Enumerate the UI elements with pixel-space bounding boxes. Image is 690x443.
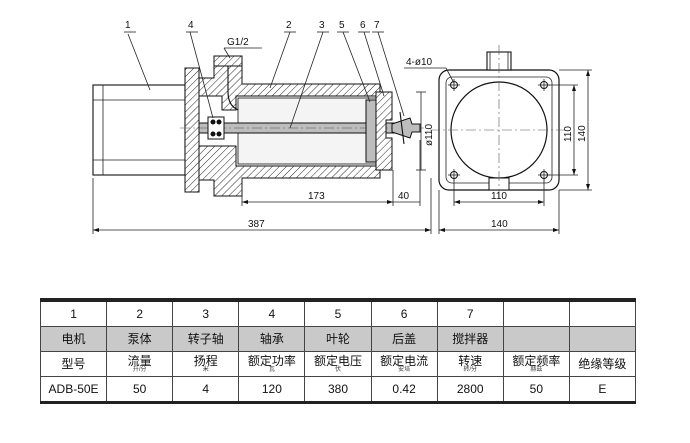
part-number-cell: 7 [436, 299, 504, 327]
spec-header-row: 型号 流量升/分 扬程米 额定功率瓦 额定电压伏 额定电流安培 转速转/分 额定… [39, 351, 637, 377]
part-number-cell [568, 299, 637, 327]
part-number-cell [502, 299, 570, 327]
spec-value-cell: 50 [502, 376, 570, 403]
spec-value-row: ADB-50E 50 4 120 380 0.42 2800 50 E [39, 376, 637, 403]
part-number-row: 1 2 3 4 5 6 7 [39, 299, 637, 327]
spec-header-label: 额定频率 [512, 353, 561, 368]
spec-header-cell: 型号 [39, 351, 108, 377]
side-section-view: 1 4 2 3 5 6 7 G1/2 ø110 173 [92, 20, 435, 234]
dim-40: 40 [398, 191, 410, 202]
dim-387: 387 [248, 219, 265, 230]
spec-header-label: 绝缘等级 [578, 357, 627, 371]
part-name-cell: 叶轮 [304, 326, 372, 352]
spec-header-unit: 升/分 [132, 366, 147, 373]
dim-173: 173 [308, 191, 325, 202]
spec-header-unit: 转/分 [463, 366, 478, 373]
part-number-cell: 4 [238, 299, 306, 327]
dim-110-horizontal: 110 [491, 191, 507, 202]
pump-technical-drawing: 1 4 2 3 5 6 7 G1/2 ø110 173 [92, 20, 592, 234]
dim-140-horizontal: 140 [491, 219, 508, 230]
spec-value-cell: 50 [106, 376, 174, 403]
spec-header-cell: 扬程米 [172, 351, 240, 377]
part-name-cell: 转子轴 [172, 326, 240, 352]
spec-value-cell: 120 [238, 376, 306, 403]
part-number-cell: 5 [304, 299, 372, 327]
motor-body [92, 84, 186, 176]
spec-value-cell: E [568, 376, 637, 403]
spec-header-label: 额定电流 [380, 353, 429, 368]
part-name-cell [568, 326, 637, 352]
dim-110-vertical: 110 [563, 126, 574, 142]
spec-header-cell: 额定电流安培 [370, 351, 438, 377]
spec-header-cell: 转速转/分 [436, 351, 504, 377]
spec-header-label: 扬程 [193, 353, 218, 368]
part-name-row: 电机 泵体 转子轴 轴承 叶轮 后盖 搅拌器 [39, 326, 637, 352]
part-name-cell: 电机 [39, 326, 108, 352]
part-number-cell: 6 [370, 299, 438, 327]
outlet-port [213, 55, 243, 67]
spec-header-unit: 赫兹 [530, 366, 543, 373]
spec-header-label: 转速 [458, 353, 483, 368]
spec-value-cell: 4 [172, 376, 240, 403]
spec-header-cell: 流量升/分 [106, 351, 174, 377]
spec-value-cell: 0.42 [370, 376, 438, 403]
spec-header-label: 额定功率 [247, 353, 296, 368]
callout-1: 1 [125, 20, 131, 31]
spec-value-cell: 2800 [436, 376, 504, 403]
spec-value-cell: ADB-50E [39, 376, 108, 403]
holes-label: 4-ø10 [406, 57, 433, 68]
impeller [365, 99, 377, 163]
part-name-cell: 后盖 [370, 326, 438, 352]
agitator [391, 117, 421, 139]
part-name-cell [502, 326, 570, 352]
part-number-cell: 3 [172, 299, 240, 327]
callout-7: 7 [374, 20, 380, 31]
spec-header-label: 型号 [61, 357, 86, 371]
spec-table: 1 2 3 4 5 6 7 电机 泵体 转子轴 轴承 叶轮 后盖 搅拌器 型号 … [39, 298, 637, 404]
mounting-holes [448, 79, 550, 181]
spec-header-unit: 米 [202, 366, 209, 373]
spec-header-label: 流量 [127, 353, 152, 368]
callout-2: 2 [286, 20, 292, 31]
part-name-cell: 搅拌器 [436, 326, 504, 352]
spec-header-label: 额定电压 [313, 353, 362, 368]
part-number-cell: 1 [39, 299, 108, 327]
spec-header-unit: 瓦 [268, 366, 275, 373]
dim-140-vertical: 140 [577, 125, 588, 142]
thread-label: G1/2 [227, 37, 249, 48]
motor-flange [184, 67, 200, 193]
callout-4: 4 [188, 20, 194, 31]
spec-header-cell: 额定功率瓦 [238, 351, 306, 377]
spec-header-unit: 安培 [398, 366, 411, 373]
bearing [207, 116, 225, 140]
part-number-cell: 2 [106, 299, 174, 327]
part-name-cell: 泵体 [106, 326, 174, 352]
callout-3: 3 [319, 20, 325, 31]
front-view: 4-ø10 110 140 110 140 [404, 45, 592, 234]
part-name-cell: 轴承 [238, 326, 306, 352]
spec-header-cell: 额定电压伏 [304, 351, 372, 377]
callout-5: 5 [339, 20, 345, 31]
spec-value-cell: 380 [304, 376, 372, 403]
spec-header-unit: 伏 [334, 366, 341, 373]
spec-header-cell: 额定频率赫兹 [502, 351, 570, 377]
spec-header-cell: 绝缘等级 [568, 351, 637, 377]
dia-110-label: ø110 [424, 124, 435, 146]
callout-6: 6 [360, 20, 366, 31]
rear-cover [375, 91, 393, 171]
